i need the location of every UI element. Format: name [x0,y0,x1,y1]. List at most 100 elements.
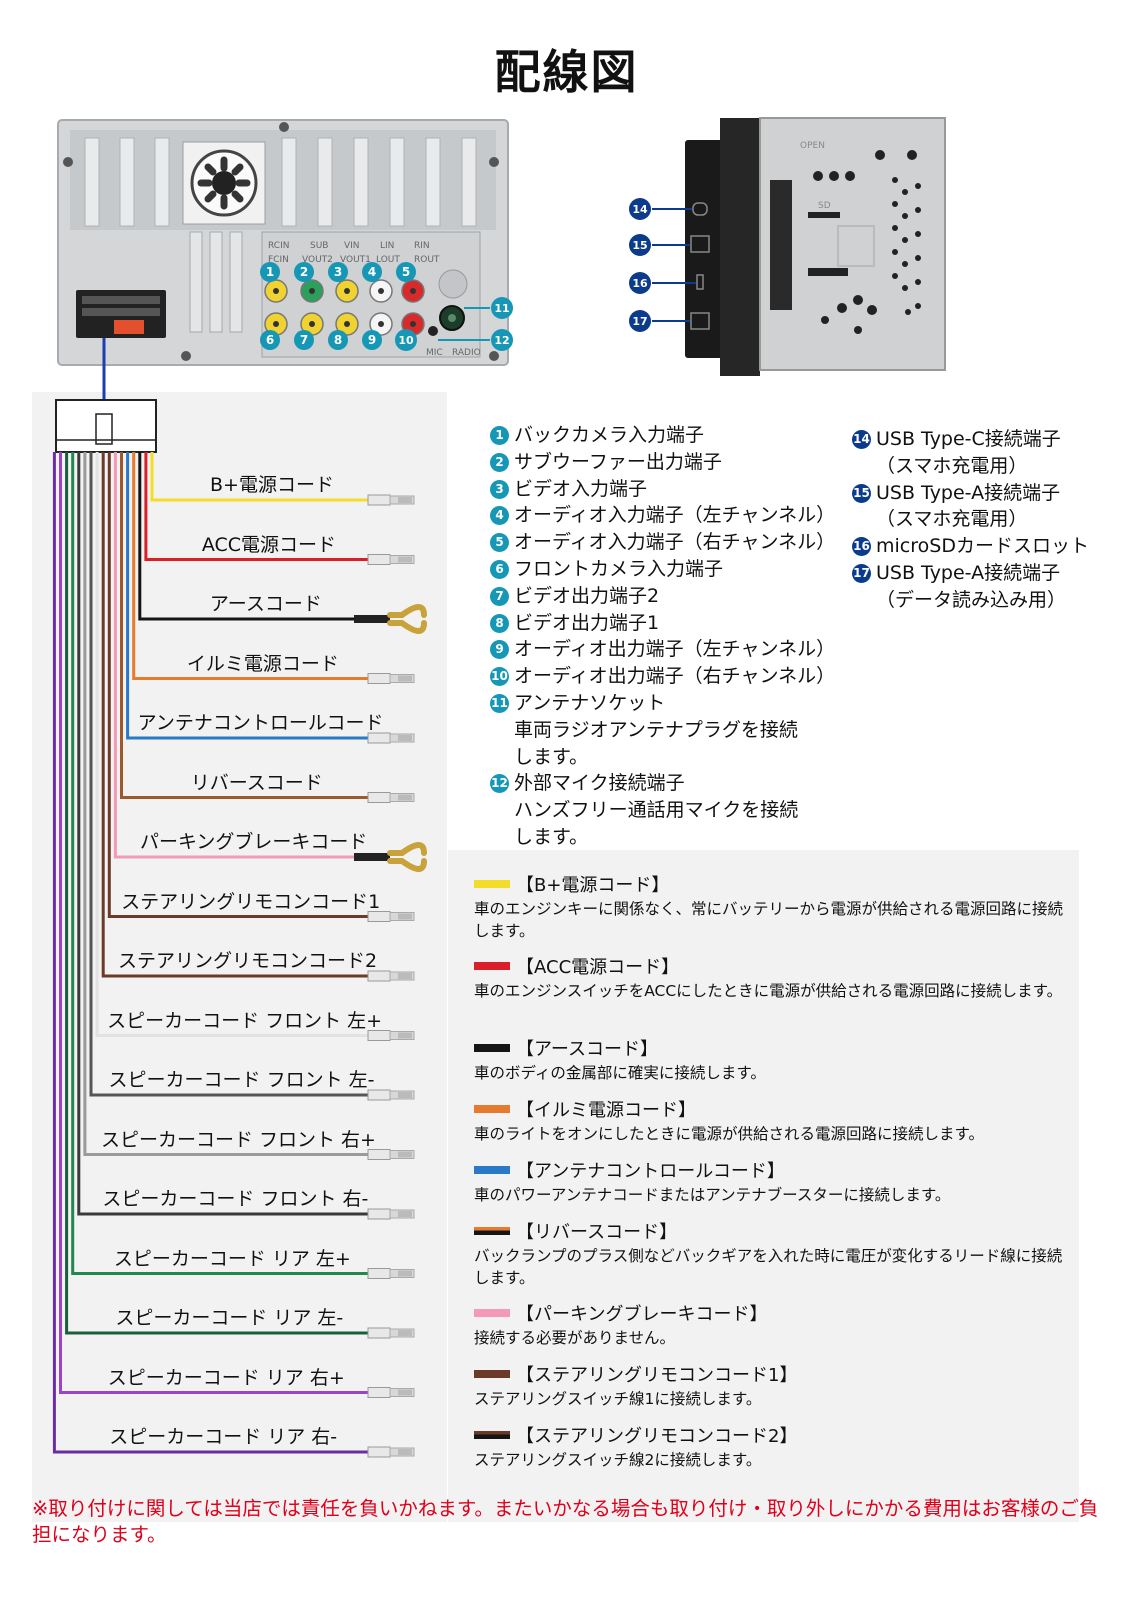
plug-terminal-icon [367,1089,415,1101]
wire-17 [52,452,382,1454]
legend-description: 接続する必要がありません。 [474,1329,676,1347]
wire-2 [144,452,382,561]
wire-label: ステアリングリモコンコード1 [121,890,381,913]
plug-terminal-icon [367,792,415,803]
wire-9 [101,452,382,978]
svg-text:9: 9 [368,333,376,347]
wire-label: スピーカーコード フロント 左+ [107,1009,383,1032]
rear-port-label: RIN [414,241,430,251]
color-swatch [474,1227,510,1235]
port-description: アンテナソケット [514,691,666,714]
wire-legend: 【B+電源コード】車のエンジンキーに関係なく、常にバッテリーから電源が供給される… [448,850,1079,1522]
legend-item: 【イルミ電源コード】車のライトをオンにしたときに電源が供給される電源回路に接続し… [474,1099,1064,1145]
rear-port-label: RADIO [452,348,481,358]
wire-16 [59,452,382,1394]
svg-text:8: 8 [334,333,342,347]
port-description: microSDカードスロット [876,535,1089,558]
wire-1 [150,452,382,502]
plug-terminal-icon [367,1327,415,1339]
harness-plug [55,399,157,453]
wire-label: スピーカーコード フロント 右+ [100,1128,376,1151]
legend-description: バックランプのプラス側などバックギアを入れた時に電圧が変化するリード線に接続しま… [474,1247,1063,1287]
svg-text:2: 2 [300,265,308,279]
port-description: USB Type-C接続端子 [876,428,1061,450]
port-description: ビデオ出力端子1 [514,611,660,634]
svg-text:15: 15 [632,239,647,252]
plug-terminal-icon [367,1446,415,1458]
port-number-badge: 1 [490,426,509,445]
svg-text:12: 12 [494,334,509,347]
svg-text:16: 16 [632,277,648,290]
rear-port-label: MIC [426,348,443,358]
port-number-badge: 9 [490,640,509,660]
wire-5 [126,452,382,740]
wire-label: ステアリングリモコンコード2 [118,950,378,972]
wiring-harness-panel [32,392,447,1522]
legend-title: 【パーキングブレーキコード】 [516,1304,768,1325]
port-description: ビデオ出力端子2 [514,584,660,607]
side-view-image: OPEN SD [685,117,946,376]
port-number-badge: 8 [490,613,509,633]
badge-12: 12 [491,329,513,351]
badge-10: 10 [395,329,417,351]
badge-1: 1 [260,262,280,282]
rear-port-label: LOUT [376,255,400,265]
color-swatch [474,1370,510,1378]
plug-terminal-icon [367,1208,415,1220]
plug-terminal-icon [367,554,415,565]
legend-description: ステアリングスイッチ線1に接続します。 [474,1390,762,1408]
plug-terminal-icon [367,732,415,744]
legend-title: 【イルミ電源コード】 [516,1100,696,1121]
port-description: オーディオ入力端子（右チャンネル） [514,531,836,554]
badge-9: 9 [362,330,382,350]
wire-15 [65,452,382,1335]
port-number-badge: 10 [490,667,509,687]
color-swatch [474,1431,510,1439]
badge-7: 7 [294,330,314,350]
wire-3 [138,452,382,621]
wire-diagram [52,392,427,1458]
legend-description: 車のボディの金属部に確実に接続します。 [474,1064,766,1082]
wire-label: スピーカーコード リア 左+ [113,1247,351,1270]
wire-label: B+電源コード [210,474,334,496]
color-swatch [474,1309,510,1317]
legend-description: 車のエンジンキーに関係なく、常にバッテリーから電源が供給される電源回路に接続しま… [474,900,1064,940]
port-description: ビデオ入力端子 [514,477,648,500]
svg-text:14: 14 [632,203,648,216]
port-description: （スマホ充電用） [876,454,1028,477]
plug-terminal-icon [367,911,415,922]
port-description: します。 [514,745,589,768]
wire-label: アンテナコントロールコード [137,712,384,734]
plug-terminal-icon [367,1149,415,1160]
plug-terminal-icon [367,970,415,982]
disclaimer-notice: ※取り付けに関しては当店では責任を負いかねます。またいかなる場合も取り付け・取り… [32,1497,1099,1546]
wire-12 [83,452,382,1156]
wire-8 [107,452,382,918]
rear-port-label: ROUT [414,255,440,265]
port-number-badge: 4 [490,506,509,526]
wire-label: スピーカーコード リア 右+ [107,1366,345,1389]
port-number-badge: 7 [490,586,509,606]
port-description: （データ読み込み用） [876,588,1067,611]
rear-port-label: VOUT2 [302,255,333,265]
legend-description: 車のパワーアンテナコードまたはアンテナブースターに接続します。 [474,1186,951,1204]
badge-3: 3 [328,262,348,282]
color-swatch [474,1105,510,1113]
legend-title: 【アースコード】 [516,1039,659,1060]
plug-terminal-icon [367,494,415,506]
side-open-label: OPEN [800,141,825,151]
rear-port-label: VOUT1 [340,255,371,265]
port-number-badge: 11 [490,693,509,713]
